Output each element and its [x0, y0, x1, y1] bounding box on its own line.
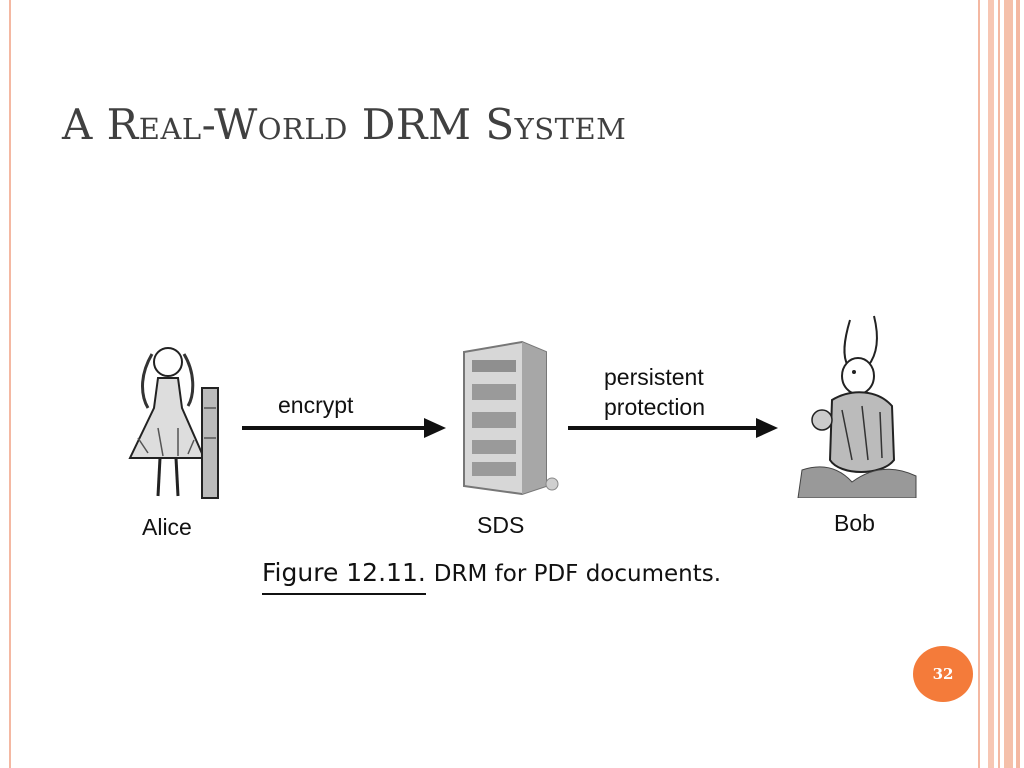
server-illustration [463, 340, 559, 496]
page-number-badge: 32 [913, 646, 973, 702]
encrypt-label: encrypt [278, 392, 354, 418]
alice-illustration [128, 347, 219, 499]
bob-label: Bob [834, 510, 875, 536]
encrypt-arrow [242, 418, 446, 438]
protection-label-line2: protection [604, 394, 706, 420]
figure-caption: Figure 12.11. DRM for PDF documents. [262, 558, 722, 595]
right-decorative-stripes [978, 0, 1024, 768]
persistent-protection-label: persistent protection [604, 362, 705, 422]
sds-label: SDS [477, 512, 525, 538]
left-decorative-rule [9, 0, 11, 768]
figure-caption-text: DRM for PDF documents. [433, 561, 722, 587]
bob-rabbit-illustration [797, 315, 917, 498]
slide-title: A Real-World DRM System [62, 100, 627, 149]
persistent-label-line1: persistent [604, 364, 704, 390]
protection-arrow [568, 418, 778, 438]
drm-figure: encrypt persistent protection [100, 308, 920, 608]
figure-number: Figure 12.11. [262, 558, 426, 595]
alice-label: Alice [142, 514, 192, 540]
